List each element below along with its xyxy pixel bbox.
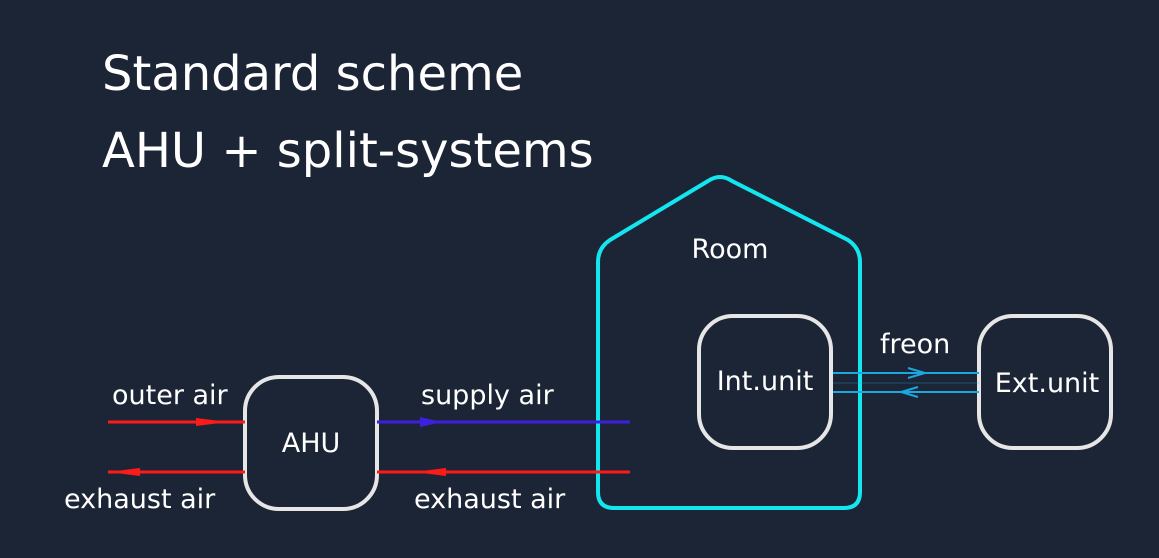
- outer-air-arrowhead: [196, 418, 228, 426]
- freon-return-arrowhead: [897, 386, 919, 398]
- ahu-label: AHU: [282, 428, 341, 459]
- room-outline: [596, 175, 862, 510]
- exhaust-air-right-label: exhaust air: [414, 484, 566, 515]
- freon-label: freon: [880, 329, 950, 360]
- exhaust-air-left-label: exhaust air: [64, 484, 216, 515]
- title-line-1: Standard scheme: [102, 46, 524, 102]
- ext-unit-label: Ext.unit: [995, 368, 1100, 399]
- freon-out-arrowhead: [907, 367, 929, 379]
- exhaust-air-right-arrowhead: [414, 468, 446, 476]
- supply-air-label: supply air: [421, 380, 555, 411]
- ext-unit-box: [977, 314, 1113, 450]
- ahu-box: [243, 375, 379, 511]
- exhaust-air-left-arrowhead: [108, 468, 140, 476]
- room-label: Room: [692, 234, 769, 265]
- int-unit-label: Int.unit: [717, 366, 814, 397]
- title-line-2: AHU + split-systems: [102, 123, 594, 179]
- supply-air-arrowhead: [420, 417, 442, 427]
- int-unit-box: [697, 314, 833, 450]
- outer-air-label: outer air: [112, 380, 229, 411]
